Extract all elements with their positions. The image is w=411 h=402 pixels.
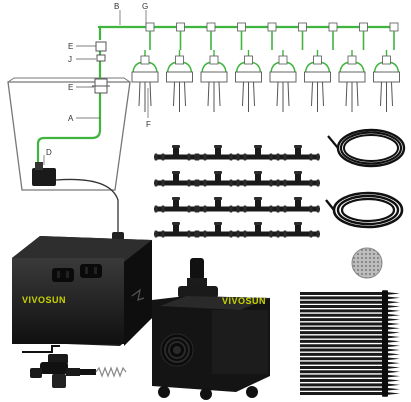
diagram-stake bbox=[269, 50, 297, 112]
outlet-left bbox=[52, 268, 74, 282]
submersible-pump-small bbox=[32, 168, 56, 186]
diagram-stake bbox=[235, 50, 262, 112]
diagram-stake bbox=[338, 50, 366, 112]
dripper-stake-bundle bbox=[300, 290, 400, 397]
callout-e-top: E bbox=[68, 42, 73, 51]
diagram-tee bbox=[267, 22, 277, 50]
stake-row bbox=[131, 50, 400, 112]
pot-diagram: B G E J E A F D bbox=[7, 2, 151, 248]
power-cord bbox=[55, 178, 119, 232]
diagram-tee bbox=[145, 22, 155, 50]
inline-valve-fitting bbox=[22, 345, 127, 388]
callout-g: G bbox=[142, 2, 148, 11]
tee-connector-icon bbox=[196, 222, 240, 238]
diagram-stake bbox=[200, 50, 228, 112]
tee-connector-icon bbox=[236, 222, 280, 238]
callout-b: B bbox=[114, 2, 119, 11]
diagram-tee bbox=[328, 22, 338, 50]
tee-connector-icon bbox=[196, 171, 240, 187]
pump-brand-logo: VIVOSUN bbox=[222, 296, 266, 306]
diagram-tee bbox=[389, 22, 399, 50]
callout-e-mid: E bbox=[68, 83, 73, 92]
tee-row bbox=[145, 22, 399, 50]
timer-brand-logo: VIVOSUN bbox=[22, 295, 66, 305]
diagram-stake bbox=[166, 50, 193, 112]
diagram-tee bbox=[176, 22, 185, 50]
diagram-tee bbox=[359, 22, 368, 50]
tee-connector-icon bbox=[276, 171, 320, 187]
diagram-stake bbox=[131, 50, 159, 112]
diagram-tee bbox=[298, 22, 307, 50]
diagram-stake bbox=[304, 50, 331, 112]
tee-connector-grid bbox=[154, 145, 320, 238]
tee-connector-icon bbox=[236, 145, 280, 161]
valve-fitting bbox=[95, 41, 107, 52]
tick-mark-icon bbox=[131, 288, 145, 301]
outlet-right bbox=[80, 264, 102, 278]
diagram-tee bbox=[206, 22, 216, 50]
tee-connector-icon bbox=[276, 145, 320, 161]
tee-connector-icon bbox=[196, 197, 240, 213]
submersible-pump: VIVOSUN bbox=[152, 258, 270, 400]
drip-line-diagram bbox=[98, 22, 400, 112]
tubing-coil-top bbox=[327, 128, 406, 168]
tee-connector-icon bbox=[276, 222, 320, 238]
callout-a: A bbox=[68, 114, 74, 123]
intake-grille bbox=[160, 333, 194, 367]
tee-connector-icon bbox=[276, 197, 320, 213]
tee-connector-icon bbox=[196, 145, 240, 161]
callout-f: F bbox=[146, 120, 151, 129]
diagram-stake bbox=[373, 50, 400, 112]
diagram-tee bbox=[237, 22, 246, 50]
tee-connector-icon bbox=[154, 197, 198, 213]
tee-connector-icon bbox=[154, 145, 198, 161]
spring-icon bbox=[95, 366, 127, 378]
tee-connector-icon bbox=[154, 222, 198, 238]
timer-controller-box: VIVOSUN bbox=[12, 236, 152, 346]
tubing-coil-bottom bbox=[325, 191, 404, 229]
tee-connector-icon bbox=[154, 171, 198, 187]
feed-tubing bbox=[36, 42, 102, 172]
reservoir-outline bbox=[7, 81, 131, 191]
callout-j: J bbox=[68, 55, 72, 64]
dripper-stake-icon bbox=[300, 390, 400, 397]
filter-mesh-icon bbox=[351, 247, 383, 279]
tee-connector-icon bbox=[236, 171, 280, 187]
tee-connector-icon bbox=[236, 197, 280, 213]
callout-d: D bbox=[46, 148, 52, 157]
